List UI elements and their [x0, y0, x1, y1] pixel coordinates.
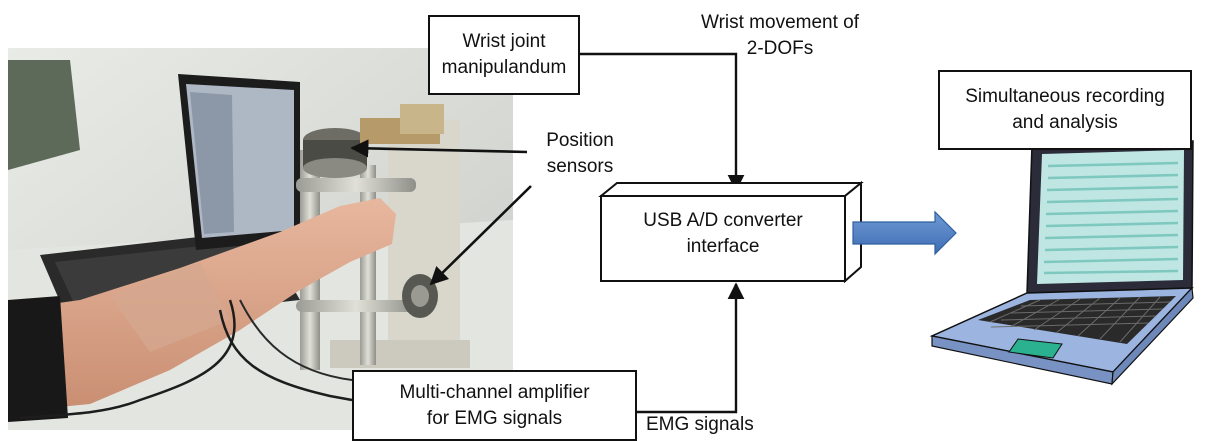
- wrist-movement-label: Wrist movement of 2-DOFs: [680, 10, 880, 62]
- converter-line2: interface: [686, 236, 760, 257]
- recording-line2: and analysis: [1012, 112, 1118, 133]
- amplifier-line1: Multi-channel amplifier: [399, 381, 590, 403]
- keyboard-keys: [989, 296, 1171, 343]
- simultaneous-recording-box: Simultaneous recording and analysis: [938, 70, 1192, 150]
- wrist-joint-manipulandum-box: Wrist joint manipulandum: [428, 15, 580, 95]
- converter-line1: USB A/D converter: [643, 210, 803, 231]
- converter-box-label: USB A/D converter interface: [601, 208, 845, 260]
- multi-channel-amplifier-box: Multi-channel amplifier for EMG signals: [352, 370, 637, 441]
- screen-lines: [1043, 161, 1179, 275]
- converter-box-3d: [598, 180, 864, 284]
- data-flow-arrow: [852, 210, 957, 256]
- amplifier-to-converter-connector: [637, 282, 745, 414]
- position-sensors-line1: Position: [546, 130, 614, 151]
- laptop-illustration: [929, 140, 1194, 386]
- wrist-movement-line2: 2-DOFs: [746, 38, 814, 59]
- recording-line1: Simultaneous recording: [965, 86, 1165, 107]
- emg-signals-label: EMG signals: [646, 414, 754, 435]
- position-sensor-arrows: [350, 139, 532, 286]
- position-sensors-line2: sensors: [546, 156, 614, 177]
- position-sensors-label: Position sensors: [530, 128, 630, 180]
- wrist-box-line2: manipulandum: [441, 57, 567, 78]
- manipulandum-to-converter-connector: [580, 52, 745, 192]
- wrist-movement-line1: Wrist movement of: [700, 12, 860, 33]
- wrist-box-line1: Wrist joint: [462, 31, 546, 52]
- amplifier-line2: for EMG signals: [426, 407, 563, 429]
